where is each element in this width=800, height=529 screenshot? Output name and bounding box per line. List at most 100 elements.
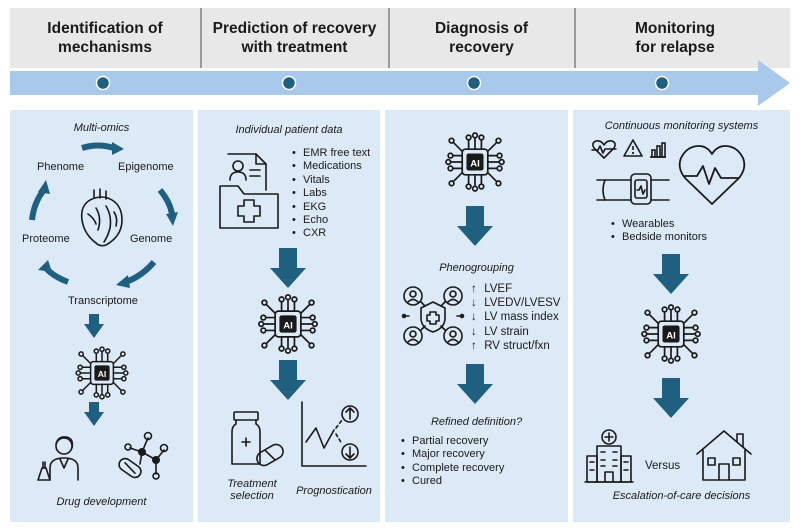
header-line: Monitoring bbox=[634, 20, 716, 37]
direction-arrow: ↑ bbox=[471, 283, 477, 295]
label-line: selection bbox=[230, 490, 274, 502]
header-line: mechanisms bbox=[58, 39, 152, 56]
down-arrow bbox=[84, 402, 104, 426]
marker-item: ↓ LVEDV/LVESV bbox=[471, 296, 560, 310]
header-monitoring: Monitoring for relapse bbox=[575, 8, 775, 68]
bar-chart-icon bbox=[650, 142, 666, 158]
panel-prediction: Individual patient data EMR free text Me… bbox=[198, 110, 380, 522]
panel-mechanisms: Multi-omics Phenome Epigenome Proteome G… bbox=[10, 110, 193, 522]
marker-label: LVEF bbox=[484, 283, 513, 295]
down-arrow bbox=[653, 254, 689, 294]
down-arrow bbox=[457, 364, 493, 404]
marker-item: ↑ RV struct/fxn bbox=[471, 339, 560, 353]
marker-item: ↑ LVEF bbox=[471, 282, 560, 296]
list-item: Echo bbox=[292, 214, 370, 227]
header-line: Identification of bbox=[47, 20, 163, 37]
stage-header: Identification of mechanisms Prediction o… bbox=[10, 8, 790, 68]
patient-data-title: Individual patient data bbox=[235, 124, 343, 136]
versus-label: Versus bbox=[645, 460, 681, 472]
label-transcriptome: Transcriptome bbox=[68, 295, 138, 307]
recovery-definitions-list: Partial recovery Major recovery Complete… bbox=[401, 435, 504, 489]
marker-item: ↓ LV strain bbox=[471, 325, 560, 339]
prognostication-label: Prognostication bbox=[296, 485, 372, 497]
smartwatch-icon bbox=[596, 173, 670, 205]
down-arrow bbox=[270, 360, 306, 400]
down-arrow bbox=[457, 206, 493, 246]
heartbeat-icon bbox=[591, 140, 617, 159]
down-arrow bbox=[653, 378, 689, 418]
marker-label: LV strain bbox=[484, 325, 529, 338]
home-icon bbox=[696, 430, 752, 481]
patient-network-icon bbox=[401, 286, 465, 346]
label-line: Treatment bbox=[227, 478, 277, 490]
marker-label: RV struct/fxn bbox=[484, 339, 550, 352]
marker-label: LV mass index bbox=[484, 311, 559, 324]
header-divider bbox=[200, 8, 202, 68]
refined-definition-label: Refined definition? bbox=[430, 416, 523, 428]
scientist-icon bbox=[37, 436, 79, 481]
label-genome: Genome bbox=[130, 233, 173, 245]
list-item: Major recovery bbox=[401, 448, 504, 461]
heart-rhythm-icon bbox=[678, 145, 746, 205]
down-arrow bbox=[84, 314, 104, 338]
direction-arrow: ↑ bbox=[471, 339, 477, 352]
timeline-dot bbox=[654, 75, 670, 91]
molecule-icon bbox=[118, 431, 169, 480]
prognosis-chart-icon bbox=[301, 401, 367, 467]
list-item: Cured bbox=[401, 475, 504, 488]
ai-chip-icon bbox=[258, 294, 318, 354]
list-item: EKG bbox=[292, 201, 370, 214]
alert-icon bbox=[623, 139, 643, 157]
ai-chip-icon bbox=[445, 132, 505, 192]
phenogroup-markers: ↑ LVEF ↓ LVEDV/LVESV ↓ LV mass index ↓ L… bbox=[471, 282, 560, 353]
list-item: Complete recovery bbox=[401, 462, 504, 475]
list-item: Vitals bbox=[292, 174, 370, 187]
ai-chip-icon bbox=[641, 304, 701, 364]
ai-chip-icon bbox=[75, 346, 129, 400]
timeline-dot bbox=[281, 75, 297, 91]
header-identification: Identification of mechanisms bbox=[10, 8, 200, 68]
list-item: Partial recovery bbox=[401, 435, 504, 448]
label-epigenome: Epigenome bbox=[118, 161, 174, 173]
direction-arrow: ↓ bbox=[471, 311, 477, 324]
panel-diagnosis: Phenogrouping ↑ LVEF ↓ LVEDV/LVESV ↓ LV … bbox=[385, 110, 568, 522]
panel-monitoring: Continuous monitoring systems bbox=[573, 110, 790, 522]
list-item: Wearables bbox=[611, 218, 707, 231]
header-line: recovery bbox=[449, 39, 514, 56]
timeline-dot bbox=[466, 75, 482, 91]
header-diagnosis: Diagnosis of recovery bbox=[389, 8, 574, 68]
header-divider bbox=[388, 8, 390, 68]
header-line: Diagnosis of bbox=[434, 20, 528, 37]
multi-omics-title: Multi-omics bbox=[73, 122, 130, 134]
medication-icon bbox=[231, 411, 284, 467]
direction-arrow: ↓ bbox=[471, 297, 477, 310]
heart-icon bbox=[80, 188, 123, 247]
label-phenome: Phenome bbox=[37, 161, 85, 173]
timeline-arrow bbox=[10, 60, 790, 106]
list-item: EMR free text bbox=[292, 147, 370, 160]
header-line: for relapse bbox=[635, 39, 715, 56]
down-arrow bbox=[270, 248, 306, 288]
header-line: with treatment bbox=[241, 39, 348, 56]
medical-folder-icon bbox=[219, 153, 279, 229]
marker-label: LVEDV/LVESV bbox=[484, 297, 561, 310]
list-item: Medications bbox=[292, 160, 370, 173]
omics-cycle-arrows bbox=[29, 142, 178, 288]
phenogrouping-label: Phenogrouping bbox=[439, 262, 514, 274]
device-list: Wearables Bedside monitors bbox=[611, 218, 707, 245]
list-item: CXR bbox=[292, 227, 370, 240]
direction-arrow: ↓ bbox=[471, 325, 477, 338]
hospital-icon bbox=[584, 429, 634, 483]
timeline-dot bbox=[95, 75, 111, 91]
patient-data-list: EMR free text Medications Vitals Labs EK… bbox=[292, 147, 370, 241]
monitoring-title: Continuous monitoring systems bbox=[604, 120, 759, 132]
drug-development-label: Drug development bbox=[56, 496, 147, 508]
header-divider bbox=[574, 8, 576, 68]
label-proteome: Proteome bbox=[22, 233, 70, 245]
treatment-selection-label: Treatment selection bbox=[212, 478, 292, 502]
list-item: Bedside monitors bbox=[611, 231, 707, 244]
marker-item: ↓ LV mass index bbox=[471, 310, 560, 324]
escalation-label: Escalation-of-care decisions bbox=[612, 490, 751, 502]
list-item: Labs bbox=[292, 187, 370, 200]
